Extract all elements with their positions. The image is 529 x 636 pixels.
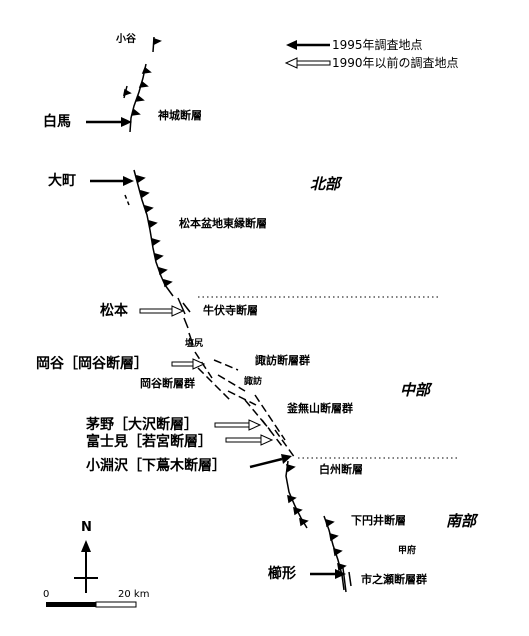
legend-label-pre1990: 1990年以前の調査地点 [332,56,459,70]
scale-zero-label: 0 [43,589,50,600]
arrow-omachi [90,176,134,186]
site-matsumoto: 松本 [100,303,128,319]
fault-otari-segment [152,36,162,53]
fault-kamanashiyama [244,394,296,459]
legend-arrow-1995 [286,40,330,50]
fault-kamishiro [123,63,152,133]
scale-bar [46,601,137,608]
label-otari: 小谷 [116,34,136,45]
scale-max-label: 20 km [118,589,150,600]
region-north: 北部 [310,175,341,193]
label-kamanashiyama-fault-group: 釜無山断層群 [287,402,353,415]
arrow-hakuba [86,117,132,127]
label-shiojiri: 塩尻 [185,339,204,349]
fault-ichinose [342,567,352,593]
fault-goshoji [177,297,194,346]
label-ichinose-fault-group: 市之瀬断層群 [361,573,427,586]
label-suwa: 諏訪 [244,377,263,387]
label-suwa-fault-group: 諏訪断層群 [255,354,310,367]
legend-arrow-pre1990 [284,57,331,69]
site-hakuba: 白馬 [43,114,71,130]
label-shimotsuburai-fault: 下円井断層 [351,514,406,527]
site-fujimi: 富士見［若宮断層］ [86,434,212,450]
region-central: 中部 [400,381,431,399]
fault-shimotsuburai [323,515,347,591]
north-arrow [74,540,98,593]
site-chino: 茅野［大沢断層］ [86,417,198,433]
fault-okaya-suwa [194,351,257,406]
region-south: 南部 [446,512,477,530]
arrow-fujimi [225,434,274,446]
label-hakushu-fault: 白州断層 [319,463,363,476]
label-goshoji-fault: 牛伏寺断層 [203,304,258,317]
arrow-kushigata [310,569,346,579]
arrow-okaya [171,358,206,370]
label-okaya-fault-group: 岡谷断層群 [140,377,195,390]
site-kushigata: 櫛形 [268,566,296,582]
fault-hakushu [285,460,309,529]
site-omachi: 大町 [48,173,76,189]
site-okaya: 岡谷［岡谷断層］ [36,356,148,372]
north-arrow-label: N [81,520,92,535]
label-kamishiro-fault: 神城断層 [158,109,202,122]
label-kofu: 甲府 [398,546,417,556]
arrow-matsumoto [139,305,185,317]
arrow-kobuchizawa [249,454,292,469]
arrow-chino [214,419,262,431]
fault-matsumoto-basin-east [124,169,174,297]
label-matsumoto-basin-east-fault: 松本盆地東縁断層 [179,217,267,230]
legend-label-1995: 1995年調査地点 [332,38,423,52]
site-kobuchizawa: 小淵沢［下蔦木断層］ [86,458,226,474]
